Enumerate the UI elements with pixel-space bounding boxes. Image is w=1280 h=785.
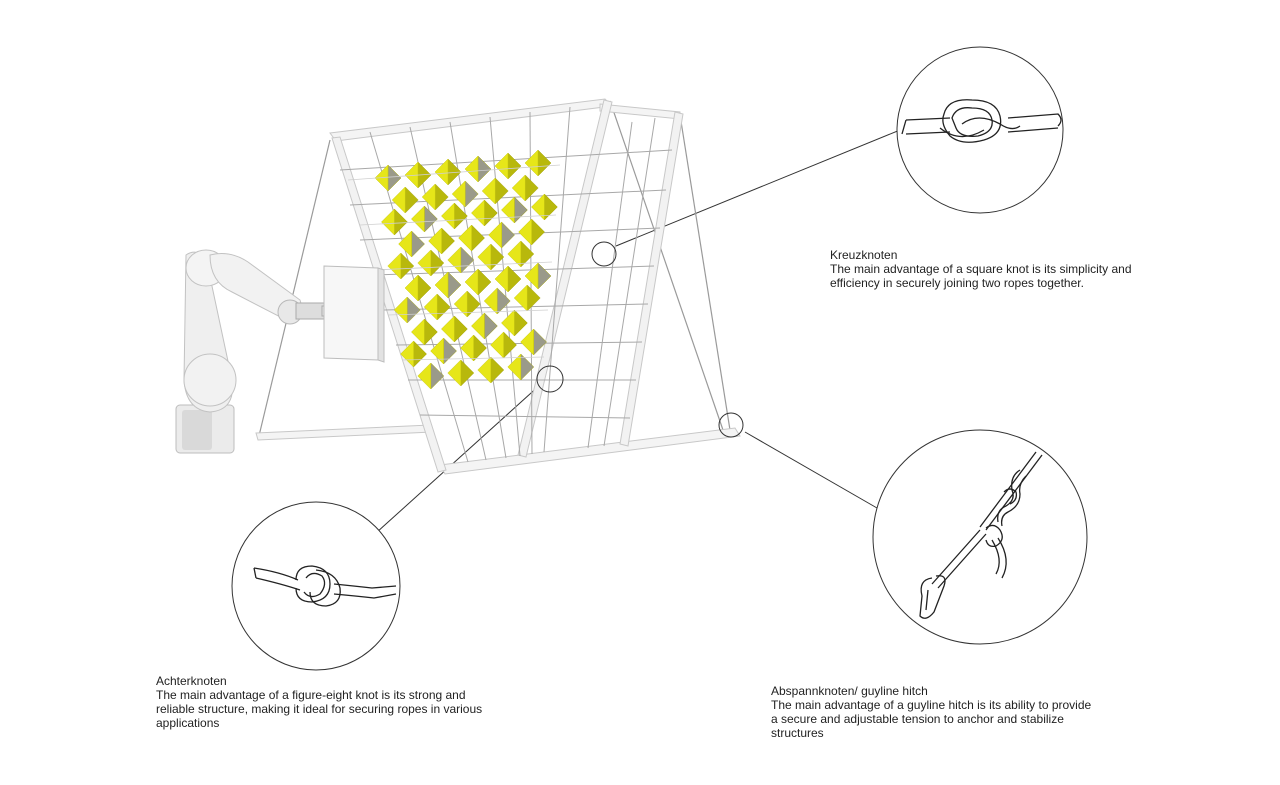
panel-cell <box>494 265 522 293</box>
annotation-description: The main advantage of a figure-eight kno… <box>156 688 483 730</box>
panel-cell <box>520 328 547 356</box>
panel-cell <box>393 296 421 324</box>
panel-cell <box>488 221 515 249</box>
panel-cell <box>471 312 498 340</box>
panel-cell <box>501 309 528 337</box>
panel-cell <box>471 199 498 227</box>
robot-arm <box>175 249 385 454</box>
panel-cell <box>447 246 475 274</box>
panel-cell <box>490 331 517 359</box>
panel-cell <box>460 334 487 362</box>
panel-cell <box>441 315 468 343</box>
annotation-kreuzknoten: Kreuzknoten The main advantage of a squa… <box>830 248 1150 290</box>
panel-cell <box>513 284 541 312</box>
panel-cell <box>477 243 505 271</box>
structure-frame <box>255 98 741 475</box>
leader-line-abspann <box>744 431 878 509</box>
panel-cell <box>421 183 449 211</box>
square-knot-icon <box>901 99 1062 143</box>
annotation-description: The main advantage of a guyline hitch is… <box>771 698 1092 740</box>
panel-cell <box>453 290 481 318</box>
panel-cell <box>441 202 468 230</box>
leader-line-achter <box>375 383 542 534</box>
panel-cell <box>483 287 511 315</box>
panel-cell <box>417 249 445 277</box>
detail-guyline-hitch <box>872 429 1088 645</box>
annotation-abspannknoten: Abspannknoten/ guyline hitch The main ad… <box>771 684 1101 740</box>
panel-cell <box>507 353 535 381</box>
callout-markers <box>536 241 744 438</box>
panel-cell <box>494 152 522 180</box>
panel-cell <box>524 149 552 177</box>
panel-cell <box>524 262 552 290</box>
panel-cell <box>464 155 492 183</box>
panel-cluster <box>374 149 558 390</box>
annotation-title: Abspannknoten/ guyline hitch <box>771 684 928 698</box>
panel-cell <box>404 161 432 189</box>
panel-cell <box>391 186 419 214</box>
guyline-hitch-icon <box>919 451 1043 619</box>
annotation-description: The main advantage of a square knot is i… <box>830 262 1132 290</box>
panel-cell <box>404 274 432 302</box>
panel-cell <box>477 356 505 384</box>
panel-cell <box>531 193 558 221</box>
panel-cell <box>447 359 475 387</box>
annotation-title: Kreuzknoten <box>830 248 898 262</box>
panel-cell <box>507 240 535 268</box>
panel-cell <box>411 318 438 346</box>
detail-square-knot <box>896 46 1064 214</box>
panel-cell <box>430 337 457 365</box>
panel-cell <box>428 227 455 255</box>
panel-cell <box>423 293 451 321</box>
figure-eight-knot-icon <box>253 565 397 607</box>
panel-cell <box>417 362 445 390</box>
panel-cell <box>434 158 462 186</box>
detail-figure-eight-knot <box>231 501 401 671</box>
panel-cell <box>464 268 492 296</box>
panel-cell <box>398 230 425 258</box>
panel-cell <box>518 218 545 246</box>
panel-cell <box>481 177 509 205</box>
panel-cell <box>501 196 528 224</box>
annotation-title: Achterknoten <box>156 674 227 688</box>
front-rope-grid <box>347 164 561 361</box>
panel-cell <box>381 208 408 236</box>
marker-abspann <box>718 412 744 438</box>
panel-cell <box>511 174 539 202</box>
annotation-achterknoten: Achterknoten The main advantage of a fig… <box>156 674 486 730</box>
panel-cell <box>434 271 462 299</box>
panel-cell <box>387 252 415 280</box>
marker-achter <box>536 365 564 393</box>
marker-kreuz <box>591 241 617 267</box>
panel-cell <box>400 340 427 368</box>
panel-cell <box>451 180 479 208</box>
panel-cell <box>411 205 438 233</box>
panel-cell <box>458 224 485 252</box>
